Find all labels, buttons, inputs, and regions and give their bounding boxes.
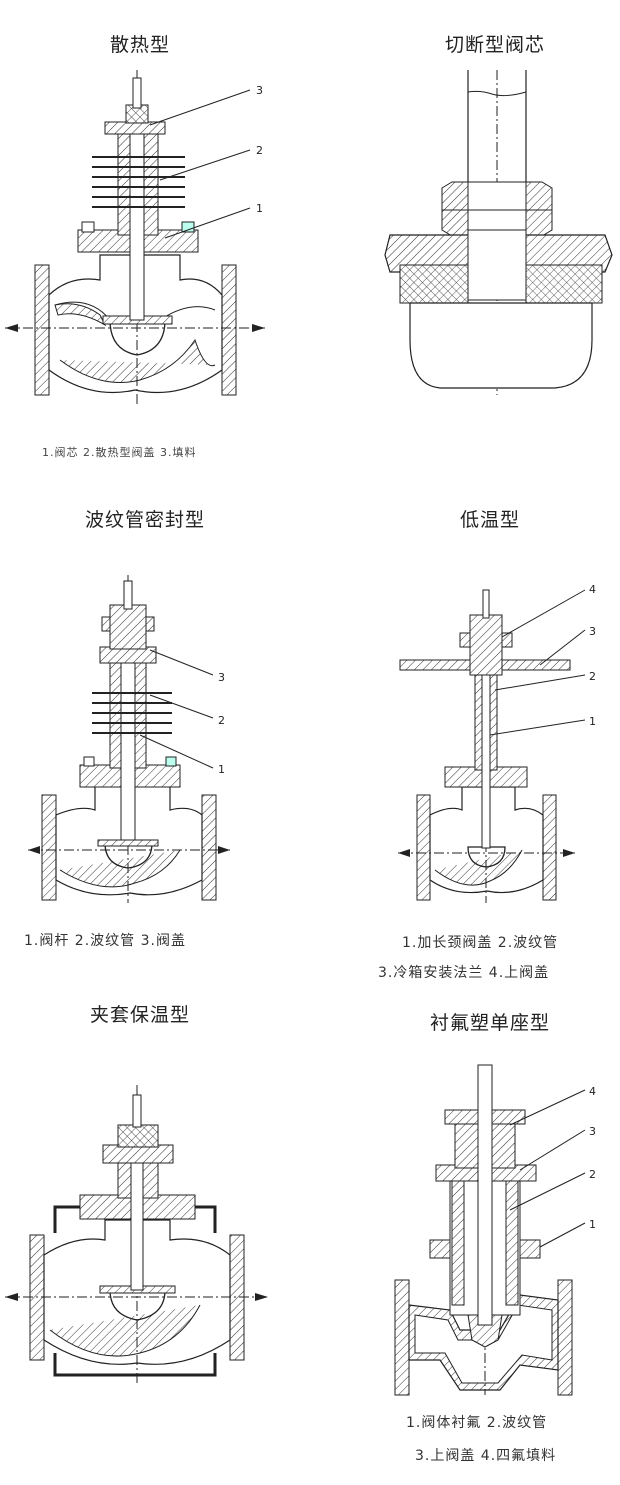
callout-3: 3 bbox=[256, 84, 263, 97]
diagram-heat-dissipation-valve: 3 2 1 bbox=[0, 70, 290, 410]
caption-ptfe-lined-line1: 1.阀体衬氟 2.波纹管 bbox=[406, 1415, 548, 1431]
diagram-jacketed-valve bbox=[0, 1085, 290, 1385]
callout-3: 3 bbox=[218, 671, 225, 684]
callout-1: 1 bbox=[589, 1218, 596, 1231]
caption-cryogenic-line2: 3.冷箱安装法兰 4.上阀盖 bbox=[378, 965, 550, 981]
caption-heat-dissipation: 1.阀芯 2.散热型阀盖 3.填料 bbox=[42, 446, 197, 459]
callout-4: 4 bbox=[589, 583, 596, 596]
callout-1: 1 bbox=[589, 715, 596, 728]
caption-bellows-seal: 1.阀杆 2.波纹管 3.阀盖 bbox=[24, 933, 186, 949]
callout-3: 3 bbox=[589, 625, 596, 638]
title-heat-dissipation: 散热型 bbox=[109, 34, 170, 56]
callout-2: 2 bbox=[218, 714, 225, 727]
callout-2: 2 bbox=[589, 1168, 596, 1181]
diagram-bellows-seal-valve: 3 2 1 bbox=[0, 575, 290, 905]
callout-3: 3 bbox=[589, 1125, 596, 1138]
diagram-cryogenic-valve: 4 3 2 1 bbox=[390, 575, 620, 905]
diagram-shutoff-plug bbox=[380, 70, 620, 400]
diagram-ptfe-lined-valve: 4 3 2 1 bbox=[380, 1064, 620, 1396]
title-jacketed: 夹套保温型 bbox=[89, 1004, 190, 1026]
callout-2: 2 bbox=[256, 144, 263, 157]
title-shutoff-plug: 切断型阀芯 bbox=[444, 34, 545, 56]
callout-4: 4 bbox=[589, 1085, 596, 1098]
caption-cryogenic-line1: 1.加长颈阀盖 2.波纹管 bbox=[402, 935, 559, 951]
callout-1: 1 bbox=[256, 202, 263, 215]
title-bellows-seal: 波纹管密封型 bbox=[84, 509, 205, 531]
caption-ptfe-lined-line2: 3.上阀盖 4.四氟填料 bbox=[415, 1448, 557, 1464]
title-ptfe-lined: 衬氟塑单座型 bbox=[429, 1012, 550, 1034]
title-cryogenic: 低温型 bbox=[459, 509, 520, 531]
callout-2: 2 bbox=[589, 670, 596, 683]
callout-1: 1 bbox=[218, 763, 225, 776]
